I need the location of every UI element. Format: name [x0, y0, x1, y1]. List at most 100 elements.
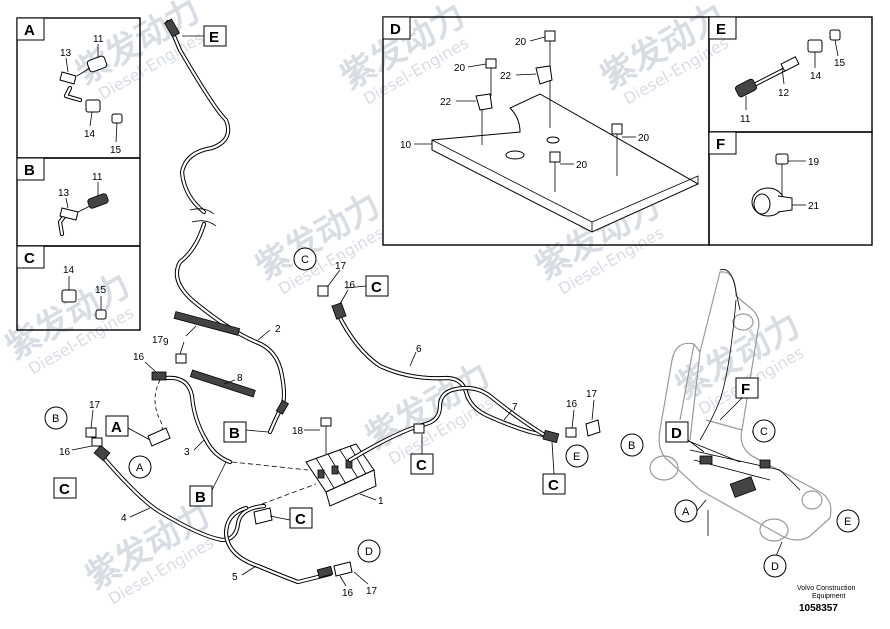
- svg-text:C: C: [295, 511, 306, 528]
- inset-e-label-11: 11: [740, 114, 751, 125]
- inset-f-bolt-19: [775, 153, 789, 165]
- main-label-17c: 17: [335, 261, 347, 272]
- inset-b: B 11 13: [16, 157, 141, 247]
- main-box-b-lower: B: [189, 485, 213, 507]
- main-label-17b: 17: [89, 400, 101, 411]
- boom-overview: D F B C A E D: [620, 269, 860, 578]
- inset-e-letter: E: [716, 21, 726, 38]
- inset-a: A 11 13 14 15: [16, 17, 141, 159]
- inset-b-label-13: 13: [58, 188, 70, 199]
- inset-a-part-15: [111, 113, 123, 124]
- svg-text:A: A: [682, 506, 690, 518]
- inset-d-bolt-right: [611, 123, 623, 176]
- inset-d-plate-10: [431, 93, 700, 233]
- brand-line-2: Equipment: [812, 593, 846, 600]
- hose-4: [85, 427, 267, 543]
- inset-b-fitting-13: [59, 207, 79, 221]
- svg-text:E: E: [844, 516, 851, 528]
- overview-box-d: D: [665, 421, 689, 443]
- svg-text:A: A: [111, 419, 122, 436]
- inset-d-label-20a: 20: [515, 37, 527, 48]
- main-label-7: 7: [512, 402, 518, 413]
- main-box-a: A: [105, 415, 129, 437]
- footer-brand: Volvo Construction Equipment 1058357: [797, 585, 855, 614]
- fitting-a: [147, 427, 171, 447]
- hose-break-symbol: [189, 208, 217, 227]
- main-label-1: 1: [378, 496, 384, 507]
- overview-box-f: F: [735, 377, 759, 399]
- inset-a-label-11: 11: [93, 34, 104, 45]
- svg-text:B: B: [628, 440, 635, 452]
- main-label-9: 9: [163, 337, 169, 348]
- overview-circle-e: E: [836, 509, 860, 533]
- sleeve-9: [173, 311, 241, 336]
- boom-hose: [699, 269, 741, 441]
- svg-text:C: C: [416, 457, 427, 474]
- hose-2: [163, 18, 290, 435]
- inset-c-frame: [16, 245, 141, 331]
- main-label-16e: 16: [342, 588, 354, 599]
- overview-circle-d: D: [763, 554, 787, 578]
- svg-text:D: D: [671, 425, 682, 442]
- main-label-5: 5: [232, 572, 238, 583]
- hose-5: [223, 505, 353, 585]
- inset-a-part-11: [86, 55, 108, 73]
- main-label-18: 18: [292, 426, 304, 437]
- inset-d-label-20c: 20: [638, 133, 650, 144]
- inset-c-part-14: [61, 289, 77, 303]
- cap-17-left: [175, 353, 187, 364]
- svg-text:E: E: [209, 29, 219, 46]
- inset-f-letter: F: [716, 136, 725, 153]
- svg-text:B: B: [195, 489, 206, 506]
- inset-b-label-11: 11: [92, 172, 103, 183]
- main-label-6: 6: [416, 344, 422, 355]
- watermark-6: 紫发动力 Diesel-Engines: [0, 265, 137, 378]
- inset-e-part-15: [829, 29, 841, 41]
- main-circle-d: D: [357, 539, 381, 563]
- main-box-e: E: [203, 25, 227, 47]
- inset-f-label-21: 21: [808, 201, 820, 212]
- main-circle-e: E: [565, 444, 589, 468]
- main-label-2: 2: [275, 324, 281, 335]
- inset-e-label-12: 12: [778, 88, 790, 99]
- inset-e-part-11: [735, 78, 757, 98]
- inset-d-bolt-bottom: [549, 151, 561, 192]
- inset-e-label-14: 14: [810, 71, 822, 82]
- inset-b-letter: B: [24, 162, 35, 179]
- svg-text:C: C: [301, 254, 309, 266]
- main-assembly: 17 16 9 2 17 16 8 3 17 16 4 6 7 16 17 18…: [44, 18, 601, 599]
- main-label-17a: 17: [152, 335, 164, 346]
- overview-circle-a: A: [674, 499, 698, 523]
- inset-c-letter-box: [16, 245, 45, 269]
- inset-e-part-14: [807, 39, 823, 53]
- svg-text:C: C: [371, 279, 382, 296]
- main-box-c-top: C: [365, 275, 389, 297]
- main-box-c-right: C: [542, 473, 566, 495]
- inset-d-label-22a: 22: [500, 71, 512, 82]
- elbow-17-bottom: [333, 561, 353, 577]
- inset-d: D 2: [382, 16, 710, 246]
- inset-a-letter-box: [16, 17, 45, 41]
- main-label-3: 3: [184, 447, 190, 458]
- main-circle-b: B: [44, 406, 68, 430]
- elbow-17-right: [585, 419, 601, 437]
- main-label-16a: 16: [133, 352, 145, 363]
- watermark-1: 紫发动力 Diesel-Engines: [69, 0, 207, 104]
- brand-line-1: Volvo Construction: [797, 585, 855, 592]
- svg-text:C: C: [760, 426, 768, 438]
- main-label-17e: 17: [366, 586, 378, 597]
- inset-a-label-14: 14: [84, 129, 96, 140]
- main-label-16d: 16: [566, 399, 578, 410]
- overview-circle-c: C: [752, 419, 776, 443]
- svg-text:C: C: [548, 477, 559, 494]
- inset-d-bolt-left: [481, 58, 497, 145]
- inset-d-letter-box: [382, 16, 411, 40]
- overview-circle-b: B: [620, 433, 644, 457]
- inset-e-letter-box: [708, 16, 737, 40]
- main-box-b-upper: B: [223, 421, 247, 443]
- main-label-8: 8: [237, 373, 243, 384]
- inset-b-letter-box: [16, 157, 45, 181]
- inset-a-label-15: 15: [110, 145, 122, 156]
- main-label-16b: 16: [59, 447, 71, 458]
